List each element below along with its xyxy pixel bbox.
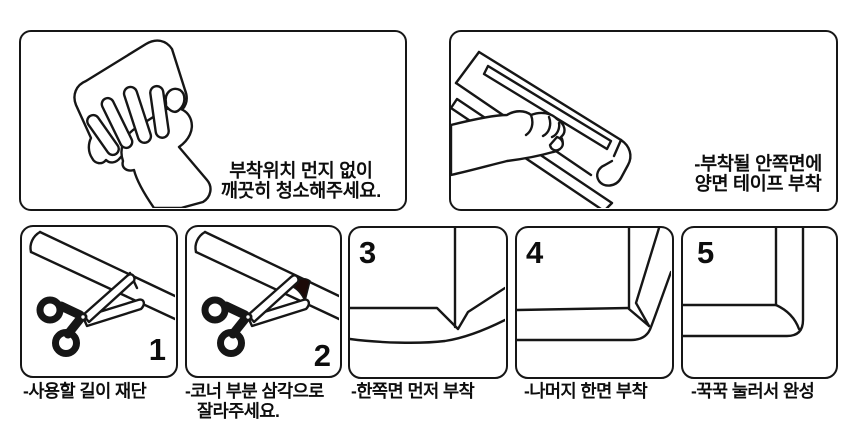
panel-step-3: 3 xyxy=(348,226,508,379)
corner-first-side-attached-icon xyxy=(350,228,505,344)
caption-line: -부착될 안쪽면에 xyxy=(694,153,822,174)
caption-step-4: -나머지 한면 부착 xyxy=(524,381,648,401)
panel-clean-surface: 부착위치 먼지 없이 깨끗히 청소해주세요. xyxy=(19,30,407,211)
caption-clean-surface: 부착위치 먼지 없이 깨끗히 청소해주세요. xyxy=(221,161,381,200)
caption-step-1: -사용할 길이 재단 xyxy=(23,381,147,401)
caption-line: -꾹꾹 눌러서 완성 xyxy=(691,381,815,401)
corner-press-finished-icon xyxy=(683,228,805,338)
step-number: 5 xyxy=(697,235,715,270)
caption-line: -사용할 길이 재단 xyxy=(23,381,147,401)
panel-step-1: 1 xyxy=(20,225,178,378)
hand-applying-tape-icon xyxy=(451,50,632,208)
caption-line: 양면 테이프 부착 xyxy=(694,172,822,194)
panel-step-5: 5 xyxy=(681,226,838,379)
step-number: 3 xyxy=(359,235,377,270)
caption-line: -나머지 한면 부착 xyxy=(524,381,648,401)
hand-wiping-cloth-icon xyxy=(73,39,212,208)
panel-apply-tape: -부착될 안쪽면에 양면 테이프 부착 xyxy=(449,30,838,211)
scissors-cutting-strip-icon xyxy=(29,230,175,357)
caption-line: 잘라주세요. xyxy=(197,401,280,421)
caption-step-2: -코너 부분 삼각으로 잘라주세요. xyxy=(185,381,324,421)
caption-line: -한쪽면 먼저 부착 xyxy=(351,381,475,401)
caption-apply-tape: -부착될 안쪽면에 양면 테이프 부착 xyxy=(694,154,822,193)
step-number: 4 xyxy=(526,235,544,270)
caption-step-5: -꾹꾹 눌러서 완성 xyxy=(691,381,815,401)
step-number: 1 xyxy=(148,332,166,367)
caption-step-3: -한쪽면 먼저 부착 xyxy=(351,381,475,401)
caption-line: -코너 부분 삼각으로 xyxy=(185,381,324,401)
panel-step-2: 2 xyxy=(185,225,342,378)
scissors-triangle-notch-icon xyxy=(194,230,339,357)
step-number: 2 xyxy=(313,338,331,373)
corner-remaining-side-icon xyxy=(517,228,671,342)
panel-step-4: 4 xyxy=(515,226,674,379)
caption-line: 깨끗히 청소해주세요. xyxy=(220,179,381,201)
caption-line: 부착위치 먼지 없이 xyxy=(229,160,373,181)
